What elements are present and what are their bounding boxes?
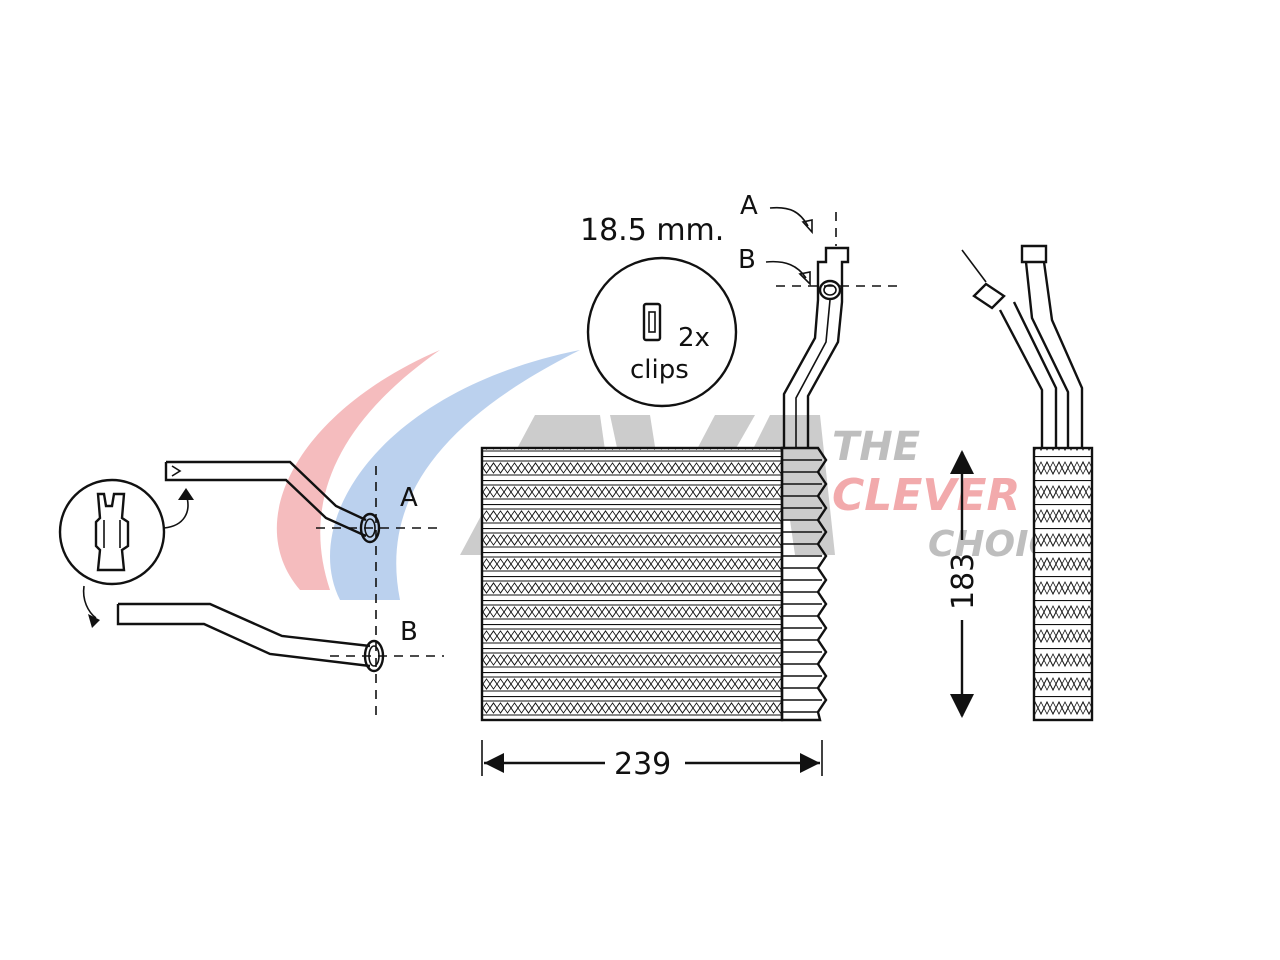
side-fin-block xyxy=(1032,446,1094,722)
pipe-b-fitting xyxy=(818,279,842,301)
watermark-tagline-1: THE xyxy=(832,424,920,470)
clips-text-label: clips xyxy=(630,355,689,385)
header-tank-ribs xyxy=(782,459,822,713)
watermark-blue-swoosh xyxy=(330,350,580,600)
width-dimension: 239 xyxy=(481,740,823,782)
watermark-red-swoosh xyxy=(276,350,440,590)
height-dimension-label: 183 xyxy=(946,553,981,610)
heater-core-side-view xyxy=(961,244,1094,722)
label-b-top: B xyxy=(738,245,756,275)
clip-icon xyxy=(642,302,662,342)
connector-clip-icon xyxy=(94,492,130,572)
connector-clip-callout xyxy=(58,478,166,586)
pipe-diameter-label: 18.5 mm. xyxy=(580,213,724,248)
arrow-icon xyxy=(769,206,809,227)
height-dimension: 183 xyxy=(946,450,981,718)
label-b-left: B xyxy=(400,617,418,647)
clips-callout: 2x clips xyxy=(586,256,738,408)
pipe-outer xyxy=(782,246,850,448)
watermark-tagline-2: CLEVER xyxy=(832,470,1020,521)
label-a-left: A xyxy=(400,483,418,513)
clips-count-label: 2x xyxy=(678,323,710,353)
pipe-inner xyxy=(795,299,831,448)
core-fin-block xyxy=(480,446,784,722)
label-a-top: A xyxy=(740,191,758,221)
heater-core-front-view xyxy=(480,212,900,722)
detail-pipe-b xyxy=(118,602,371,648)
pipe-detail-view: A B xyxy=(58,460,444,718)
width-dimension-label: 239 xyxy=(614,747,671,782)
detail-pipe-a xyxy=(166,460,367,522)
